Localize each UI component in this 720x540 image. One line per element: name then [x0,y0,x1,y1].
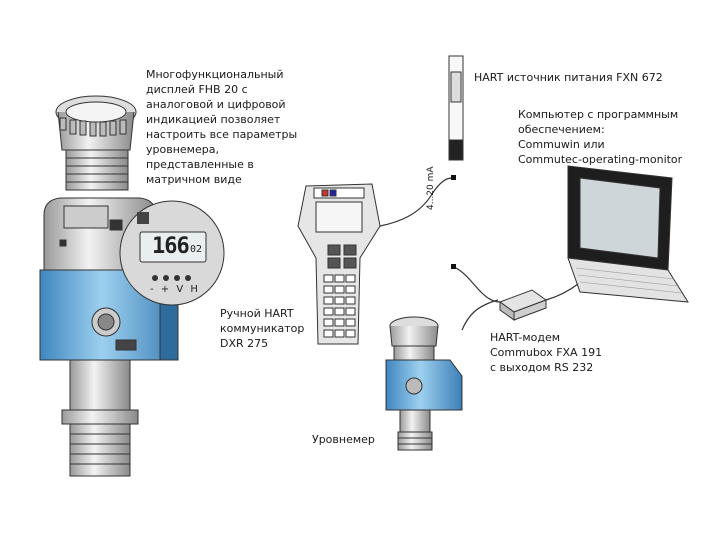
modem-label-line: Commubox FXA 191 [490,345,602,360]
modem-label: HART-модем Commubox FXA 191 с выходом RS… [490,330,602,375]
communicator-label-line: коммуникатор [220,321,304,336]
connection-cables [380,178,578,330]
power-supply-label: HART источник питания FXN 672 [474,70,663,85]
display-desc-line: Многофункциональный [146,67,297,82]
display-desc-line: аналоговой и цифровой [146,97,297,112]
computer-label-line: Commuwin или [518,137,682,152]
lower-body [62,360,138,476]
computer-label-line: Компьютер с программным [518,107,682,122]
level-meter-label: Уровнемер [312,432,375,447]
display-desc-line: настроить все параметры [146,127,297,142]
hart-modem [500,290,546,320]
cable-connectors [451,175,456,269]
display-desc-line: матричном виде [146,172,297,187]
communicator-label: Ручной HART коммуникатор DXR 275 [220,306,304,351]
current-loop-label: 4...20 mA [424,166,439,210]
display-desc-line: представленные в [146,157,297,172]
power-supply-unit [449,56,463,160]
cap-thread [66,150,128,190]
display-keys-legend: - + V H [150,284,200,295]
display-desc-line: дисплей FHB 20 с [146,82,297,97]
small-level-meter [386,317,462,450]
display-desc-line: уровнемера, [146,142,297,157]
lcd-small-digits: 02 [190,244,202,255]
laptop-computer [568,166,688,302]
computer-label-line: Commutec-operating-monitor [518,152,682,167]
hart-communicator [298,184,380,344]
display-cap [56,96,136,150]
modem-label-line: HART-модем [490,330,602,345]
communicator-label-line: DXR 275 [220,336,304,351]
computer-label-line: обеспечением: [518,122,682,137]
modem-label-line: с выходом RS 232 [490,360,602,375]
lcd-digits: 166 [152,234,189,259]
computer-label: Компьютер с программным обеспечением: Co… [518,107,682,167]
display-desc-line: индикацией позволяет [146,112,297,127]
display-description: Многофункциональный дисплей FHB 20 с ана… [146,67,297,187]
communicator-label-line: Ручной HART [220,306,304,321]
